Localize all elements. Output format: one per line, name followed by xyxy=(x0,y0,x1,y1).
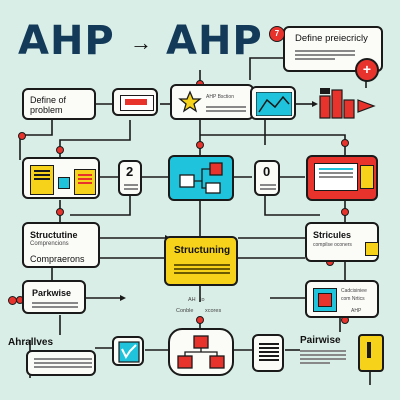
report-box[interactable] xyxy=(252,334,284,372)
checkbox-icon xyxy=(313,288,337,312)
star-icon xyxy=(178,90,202,113)
decision-title: Cadcisiniee xyxy=(341,288,367,294)
pairwise-right-label: Pairwise xyxy=(300,335,341,346)
bar-chart-icon xyxy=(318,86,378,120)
structuring-left-sub1: Comprencions xyxy=(30,241,69,247)
structuring-left-sub2: Compraerons xyxy=(30,254,85,264)
monitor-icon xyxy=(120,95,154,111)
number-right: 0 xyxy=(263,164,271,179)
hierarchy-icon xyxy=(177,335,225,369)
number-box-left[interactable]: 2 xyxy=(118,160,142,196)
ahp-section-lines xyxy=(206,104,246,114)
number-box-right[interactable]: 0 xyxy=(254,160,280,196)
add-icon[interactable]: + xyxy=(355,58,379,82)
network-box[interactable] xyxy=(168,155,234,201)
number-left-lines xyxy=(124,182,138,192)
browser-box[interactable] xyxy=(306,155,378,201)
document-box[interactable] xyxy=(22,157,100,199)
structuring-center-lines xyxy=(174,262,230,276)
problem-label: Define of problem xyxy=(30,95,67,115)
structuring-right-sub: compilse oconers xyxy=(313,242,352,248)
number-right-lines xyxy=(260,182,276,192)
pairwise-left-label: Parkwise xyxy=(32,288,72,298)
check-chart-icon xyxy=(118,341,140,363)
problem-box[interactable]: Define of problem xyxy=(22,88,96,120)
square-icon xyxy=(58,177,70,189)
chart-card-box[interactable] xyxy=(112,336,144,366)
step-badge: 7 xyxy=(269,26,285,42)
title-right: AHP xyxy=(166,18,263,64)
list-icon xyxy=(74,169,96,195)
structuring-left-box[interactable]: Structutine Comprencions Compraerons xyxy=(22,222,100,268)
define-text-lines xyxy=(295,48,355,62)
center-label-1: AH xyxy=(188,297,196,303)
bullet-icon xyxy=(8,296,17,305)
ahp-section-label: AHP Bsction xyxy=(206,94,234,100)
structuring-left-title: Structutine xyxy=(30,230,78,240)
chart-box[interactable] xyxy=(250,86,296,120)
structuring-right-box[interactable]: Stricules compilse oconers xyxy=(305,222,379,262)
define-label: Define preiecricly xyxy=(295,33,368,44)
document-icon xyxy=(30,165,54,195)
yellow-square-icon xyxy=(365,242,379,256)
pairwise-left-lines xyxy=(32,300,78,310)
browser-icon xyxy=(314,163,358,191)
pairwise-left-box[interactable]: Parkwise xyxy=(22,280,86,314)
decision-sub: com Nrtics xyxy=(341,296,365,302)
hierarchy-box[interactable] xyxy=(168,328,234,376)
structuring-center-title: Structuning xyxy=(174,245,231,256)
center-label-3: Conble xyxy=(176,308,194,314)
sidebar-icon xyxy=(360,165,374,189)
monitor-box[interactable] xyxy=(112,88,158,116)
decision-sub2: AHP xyxy=(351,308,362,314)
pairwise-right-lines xyxy=(300,348,346,366)
title-left: AHP xyxy=(18,18,115,64)
decision-box[interactable]: Cadcisiniee com Nrtics AHP xyxy=(305,280,379,318)
alternatives-label: Ahrallves xyxy=(8,337,54,348)
arrow-icon: → xyxy=(130,30,152,55)
center-label-4: xcores xyxy=(205,308,222,314)
line-chart-icon xyxy=(256,92,292,116)
yellow-tag-icon xyxy=(358,334,384,372)
alternatives-box[interactable] xyxy=(26,350,96,376)
network-icon xyxy=(179,162,223,194)
ahp-section-box[interactable]: AHP Bsction xyxy=(170,84,254,120)
report-lines xyxy=(259,341,279,363)
number-left: 2 xyxy=(126,164,134,179)
structuring-right-title: Stricules xyxy=(313,230,352,240)
center-label-2: to xyxy=(200,297,205,303)
structuring-center-box[interactable]: Structuning xyxy=(164,236,238,286)
alternatives-lines xyxy=(34,356,92,370)
